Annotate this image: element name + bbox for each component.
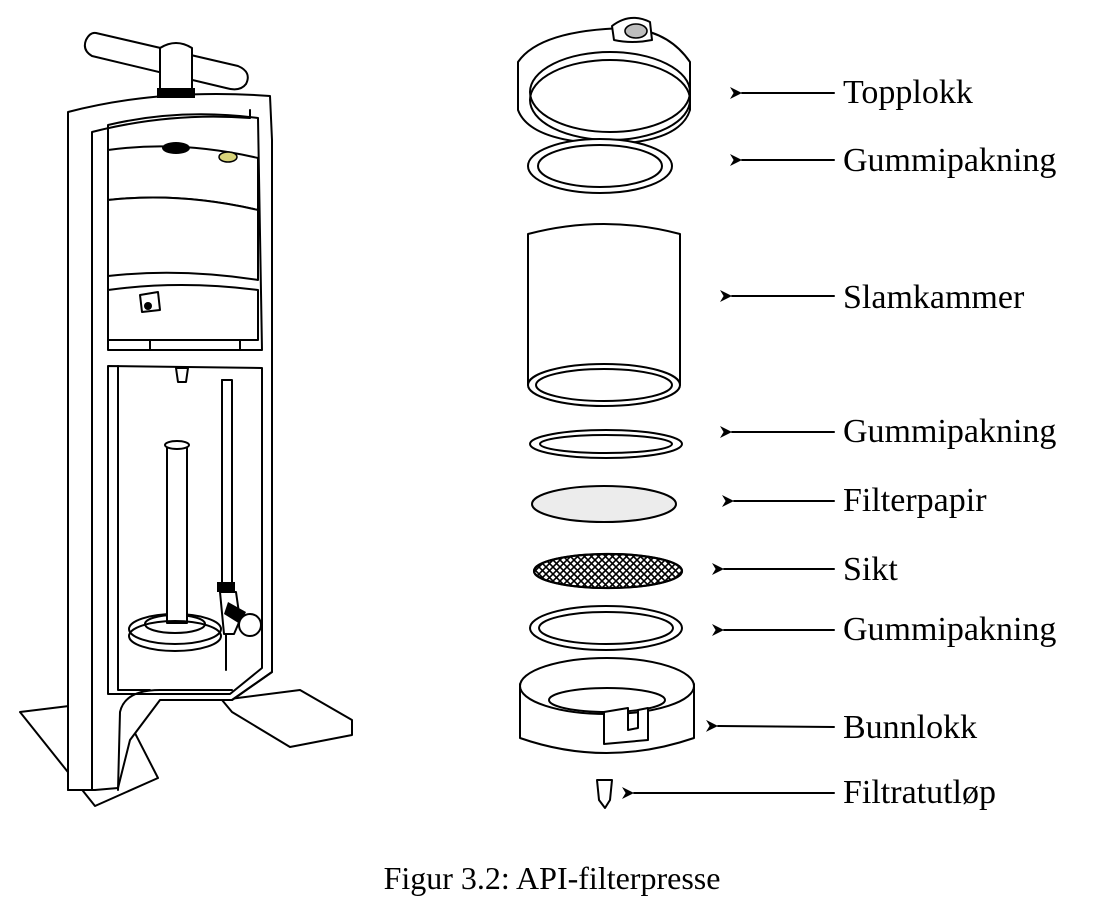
label-gasket-1: Gummipakning xyxy=(843,142,1056,179)
pressure-rod xyxy=(217,379,262,671)
figure-caption: Figur 3.2: API-filterpresse xyxy=(384,860,721,896)
t-handle xyxy=(83,31,249,98)
part-filtrate-outlet xyxy=(596,779,613,809)
label-gasket-2: Gummipakning xyxy=(843,413,1056,450)
part-screen xyxy=(532,552,684,590)
graduated-cylinder xyxy=(128,440,222,652)
label-top-lid: Topplokk xyxy=(843,74,973,111)
arrow-bottom-lid xyxy=(705,719,835,732)
part-labels: Topplokk Gummipakning Slamkammer Gummipa… xyxy=(843,74,1056,811)
label-filter-paper: Filterpapir xyxy=(843,482,987,519)
exploded-parts xyxy=(517,16,695,809)
part-gasket-3 xyxy=(529,605,683,651)
label-screen: Sikt xyxy=(843,551,898,588)
assembled-outlet xyxy=(175,367,189,383)
label-arrows xyxy=(622,87,835,799)
label-bottom-lid: Bunnlokk xyxy=(843,709,977,746)
label-mud-chamber: Slamkammer xyxy=(843,279,1025,316)
part-filter-paper xyxy=(531,485,677,523)
part-mud-chamber xyxy=(527,223,681,407)
part-top-lid xyxy=(517,16,691,145)
label-filtrate-outlet: Filtratutløp xyxy=(843,774,996,811)
assembled-cell xyxy=(107,142,259,351)
label-gasket-3: Gummipakning xyxy=(843,611,1056,648)
assembled-filter-press xyxy=(19,31,353,807)
part-bottom-lid xyxy=(519,657,695,754)
part-gasket-2 xyxy=(529,429,683,459)
part-gasket-1 xyxy=(527,138,673,194)
